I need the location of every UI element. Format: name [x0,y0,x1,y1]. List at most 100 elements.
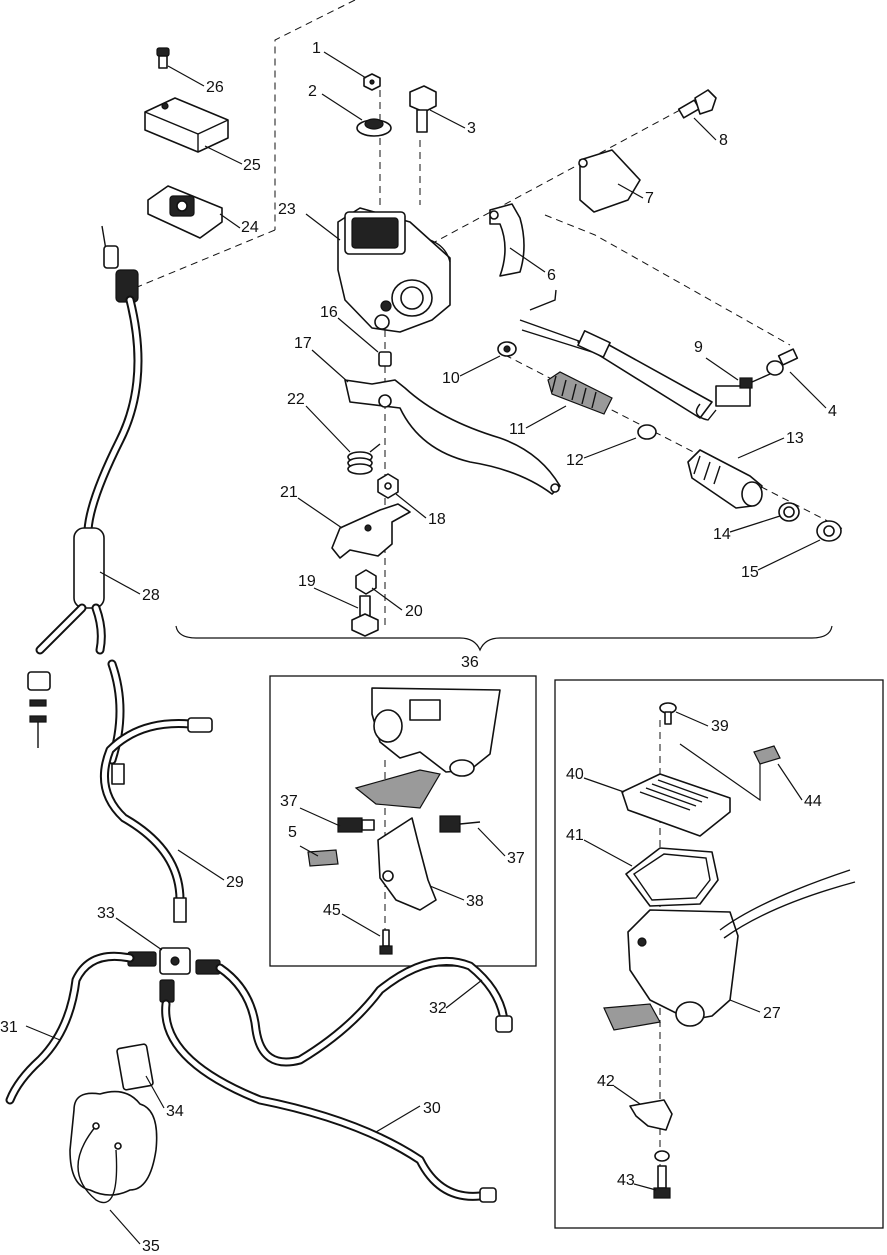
bolt-43 [653,1165,671,1199]
callout-number: 13 [786,430,804,447]
callout-number: 22 [287,391,305,408]
callout-number: 3 [467,120,476,137]
callout-15: 15 [741,539,821,581]
callout-leader [789,371,827,409]
callout-number: 19 [298,573,316,590]
nut-18 [377,473,399,499]
callout-leader [219,213,241,229]
callout-leader [25,1025,61,1041]
callout-33: 33 [97,905,163,951]
callout-number: 32 [429,1000,447,1017]
callout-leader [375,1105,421,1133]
callout-number: 25 [243,157,261,174]
diaphragm-24 [147,185,223,239]
callout-number: 37 [507,850,525,867]
callout-8: 8 [693,117,728,149]
nut-20 [355,569,377,595]
callout-number: 16 [320,304,338,321]
brake-hose-32 [215,956,513,1067]
callout-45: 45 [323,902,381,937]
callout-number: 43 [617,1172,635,1189]
switch-37-right [439,815,481,833]
callout-number: 45 [323,902,341,919]
switch-9 [715,373,771,407]
callout-36: 36 [461,654,479,671]
callout-leader [445,979,483,1009]
callout-leader [737,437,785,459]
clamp-and-switch-parts [489,89,842,542]
master-cylinder-assembly [144,47,561,637]
callout-leader [477,827,506,857]
callout-number: 12 [566,452,584,469]
callout-number: 24 [241,219,259,236]
detail-box-right [554,679,884,1229]
callout-number: 42 [597,1073,615,1090]
callout-number: 28 [142,587,160,604]
callout-number: 14 [713,526,731,543]
clamp-half-6 [489,203,525,277]
callout-number: 34 [166,1103,184,1120]
throttle-grip-13 [687,449,763,509]
callout-leader [429,885,465,901]
grip-spring-11 [547,371,613,415]
callout-number: 6 [547,267,556,284]
washer-10 [497,341,517,357]
callout-number: 11 [509,421,526,438]
clamp-plate-7 [578,149,641,213]
callout-leader [633,1183,657,1191]
callout-13: 13 [737,430,804,459]
callout-number: 27 [763,1005,781,1022]
callout-27: 27 [729,999,781,1022]
heater-pad-35 [69,1090,158,1204]
callout-leader [321,93,363,121]
callout-24: 24 [219,213,259,236]
washer-15 [816,520,842,542]
callout-32: 32 [429,979,483,1017]
callout-6: 6 [509,247,556,284]
callout-number: 40 [566,766,584,783]
master-cylinder-27 [603,869,856,1031]
spring-22 [347,443,381,475]
callout-number: 20 [405,603,423,620]
callout-16: 16 [320,304,379,353]
master-cylinder-body-23 [337,207,451,333]
callout-12: 12 [566,437,637,469]
callout-leader [617,183,644,199]
callout-leader [613,1085,641,1105]
callout-18: 18 [395,493,446,528]
callout-leader [305,213,341,241]
callout-19: 19 [298,573,359,609]
callout-leader [109,1209,141,1245]
callout-number: 30 [423,1100,441,1117]
callout-number: 44 [804,793,822,810]
screw-45 [379,929,393,955]
callout-21: 21 [280,484,343,529]
callout-leader [705,357,739,381]
bracket-38 [377,817,437,911]
callout-number: 38 [466,893,484,910]
callout-leader [371,587,403,611]
callout-number: 39 [711,718,729,735]
callout-31: 31 [0,1019,61,1041]
callout-leader [459,355,501,377]
callout-26: 26 [167,65,224,96]
callout-leader [395,493,427,519]
callout-number: 21 [280,484,298,501]
screw-26 [156,47,170,69]
callout-number: 37 [280,793,298,810]
tee-fitting-33 [127,947,221,1003]
callout-39: 39 [675,711,729,735]
callout-leader [145,1075,165,1109]
callout-number: 33 [97,905,115,922]
callout-leader [313,587,359,609]
callout-leader [115,917,163,951]
callout-41: 41 [566,827,633,867]
callout-number: 26 [206,79,224,96]
callout-44: 44 [777,763,822,810]
group-36-brace [175,625,833,652]
callout-number: 10 [442,370,460,387]
callout-37: 37 [280,793,341,827]
callout-17: 17 [294,335,349,383]
washer-12 [637,424,657,440]
